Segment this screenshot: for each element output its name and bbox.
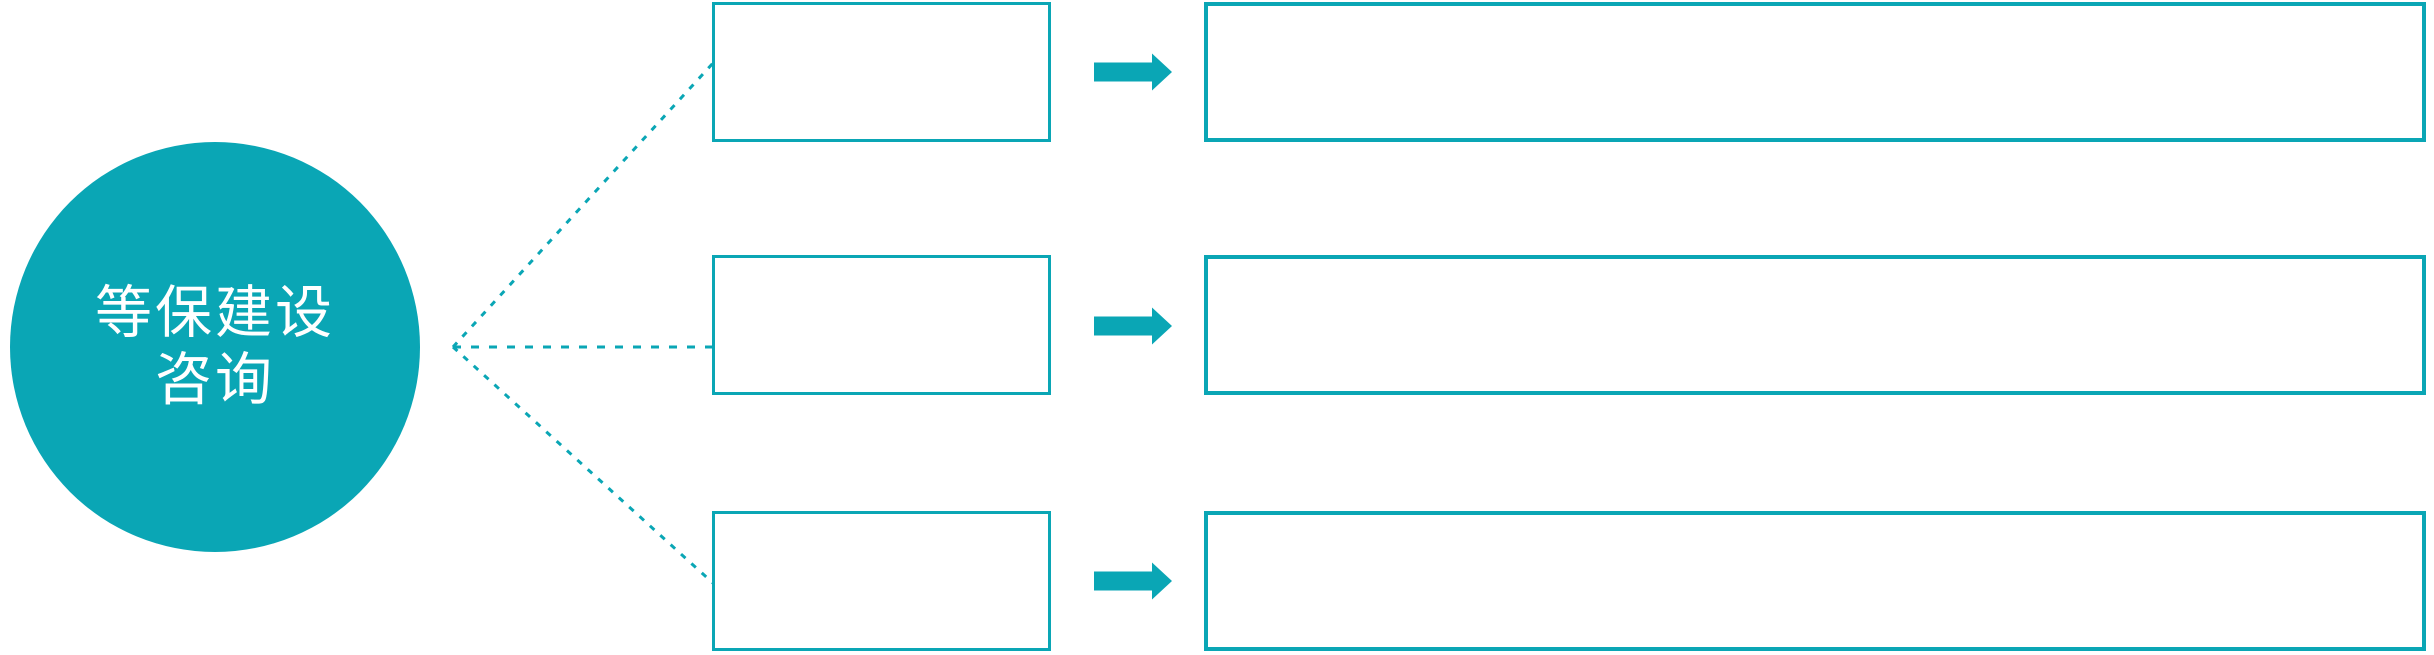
right-arrow-icon: [1094, 53, 1172, 91]
dotted-connector-line-bottom: [451, 345, 716, 586]
dotted-connector-line-top: [451, 60, 716, 349]
category-box-2: [712, 255, 1051, 395]
root-node-circle: 等保建设 咨询: [10, 142, 420, 552]
detail-box-2: [1204, 255, 2426, 395]
root-node-label-line1: 等保建设: [95, 279, 335, 346]
root-node-label-line2: 咨询: [155, 347, 275, 413]
category-box-3: [712, 511, 1051, 651]
category-box-1: [712, 2, 1051, 142]
detail-box-3: [1204, 511, 2426, 651]
detail-box-1: [1204, 2, 2426, 142]
right-arrow-icon: [1094, 307, 1172, 345]
right-arrow-icon: [1094, 562, 1172, 600]
